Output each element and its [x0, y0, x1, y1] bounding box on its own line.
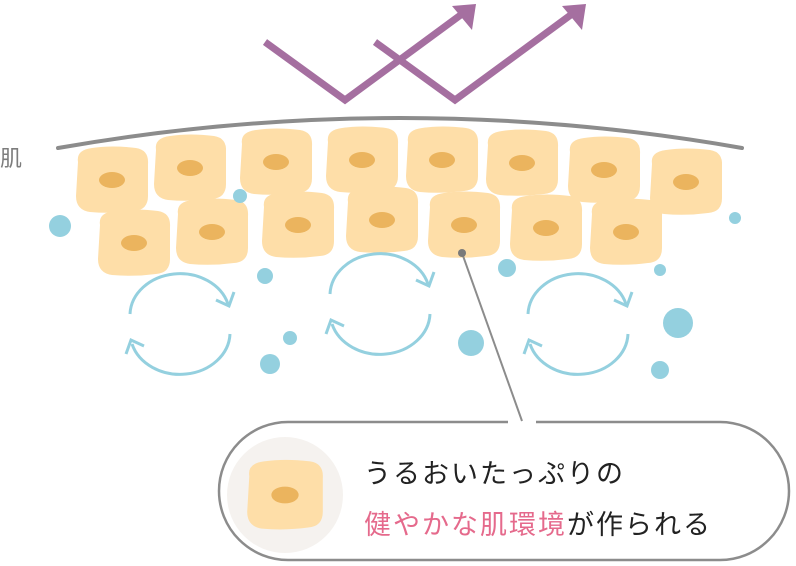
callout	[217, 249, 791, 562]
skin-cell	[650, 148, 723, 215]
arrowhead-icon	[452, 4, 476, 30]
arrowhead-icon	[215, 291, 236, 309]
skin-cell	[406, 126, 479, 193]
message-rest: が作られる	[567, 510, 712, 541]
water-droplets	[49, 189, 741, 379]
cell-nucleus	[271, 486, 299, 504]
reflection-arrow	[372, 4, 586, 105]
arrowhead-icon	[562, 4, 586, 30]
skin-cell	[247, 459, 323, 530]
arrowhead-icon	[415, 271, 436, 289]
water-droplet	[729, 212, 741, 224]
cell-nucleus	[199, 224, 225, 240]
skin-cell	[176, 198, 249, 265]
skin-cell	[346, 186, 419, 253]
circulation-arrows	[124, 252, 634, 376]
cell-nucleus	[369, 212, 395, 228]
skin-cells	[76, 126, 723, 276]
circulation-arrow-pair	[324, 252, 436, 356]
skin-cell	[486, 129, 559, 196]
callout-bubble	[217, 420, 791, 562]
skin-label: 肌	[0, 147, 23, 172]
cell-nucleus	[177, 160, 203, 176]
skin-cell	[326, 126, 399, 193]
skin-cell	[76, 146, 149, 213]
arrowhead-icon	[613, 291, 634, 309]
cell-nucleus	[533, 220, 559, 236]
water-droplet	[233, 189, 247, 203]
skin-cell	[240, 128, 313, 195]
cell-nucleus	[509, 155, 535, 171]
cell-nucleus	[349, 152, 375, 168]
arrowhead-icon	[324, 317, 345, 335]
skin-cell	[98, 209, 171, 276]
water-droplet	[498, 259, 516, 277]
light-reflection-arrows	[262, 4, 586, 105]
cell-nucleus	[263, 154, 289, 170]
water-droplet	[651, 361, 669, 379]
water-droplet	[283, 331, 297, 345]
skin-cell	[262, 191, 335, 258]
circulation-arrow-pair	[522, 272, 634, 376]
water-droplet	[654, 264, 666, 276]
cell-nucleus	[591, 162, 617, 178]
cell-nucleus	[429, 152, 455, 168]
skin-surface-line	[56, 116, 744, 150]
skin-cell	[510, 194, 583, 261]
message-highlight: 健やかな肌環境	[364, 510, 567, 541]
water-droplet	[49, 215, 71, 237]
water-droplet	[257, 268, 273, 284]
cell-nucleus	[673, 174, 699, 190]
callout-pointer-line	[461, 252, 523, 422]
circulation-arrow-pair	[124, 272, 236, 376]
cell-nucleus	[121, 235, 147, 251]
reflection-arrow	[262, 4, 476, 105]
message-line-1: うるおいたっぷりの	[364, 459, 625, 490]
skin-cell	[568, 136, 641, 203]
arrowhead-icon	[522, 337, 543, 355]
water-droplet	[458, 330, 484, 356]
callout-pointer-dot	[458, 249, 466, 257]
water-droplet	[260, 354, 280, 374]
message-line-2: 健やかな肌環境が作られる	[364, 503, 712, 542]
skin-cell	[428, 191, 501, 258]
skin-cell	[154, 134, 227, 201]
skin-cell	[590, 198, 663, 265]
cell-nucleus	[285, 217, 311, 233]
cell-nucleus	[451, 217, 477, 233]
water-droplet	[663, 308, 693, 338]
arrowhead-icon	[124, 337, 145, 355]
cell-nucleus	[99, 172, 125, 188]
cell-nucleus	[613, 224, 639, 240]
